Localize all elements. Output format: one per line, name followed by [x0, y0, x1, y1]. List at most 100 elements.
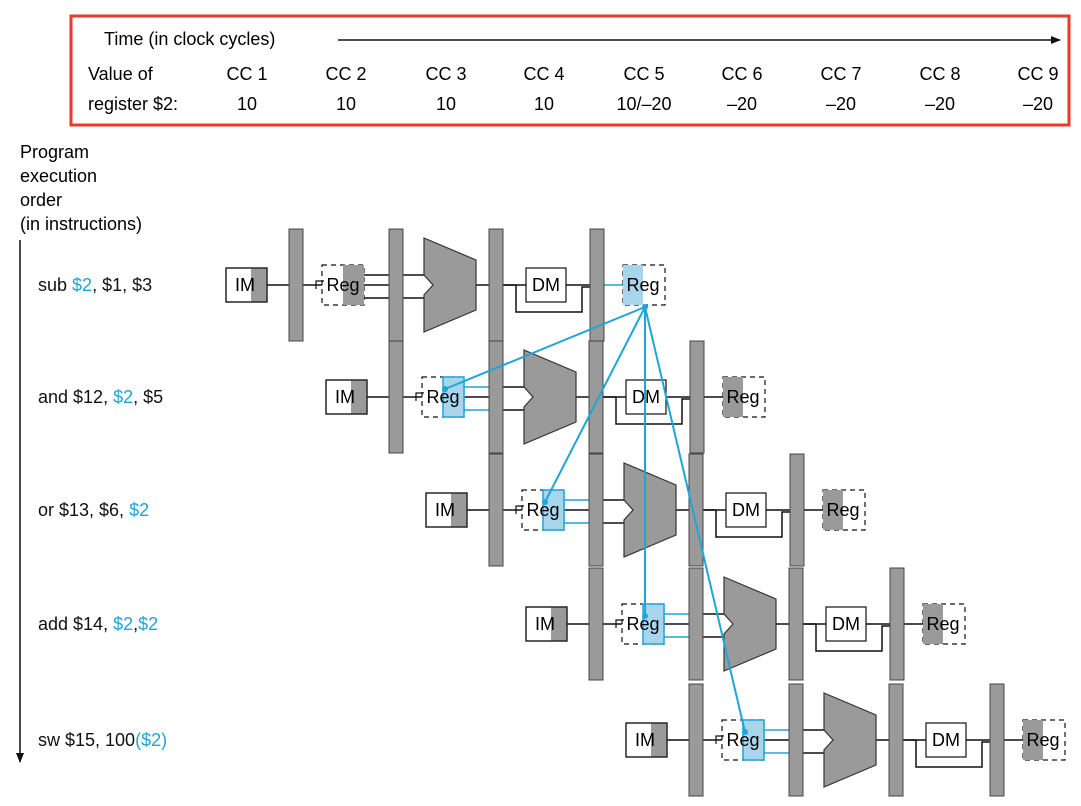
dependency-endpoint-dot — [742, 729, 748, 735]
pipeline-register-bar — [788, 683, 804, 797]
data-memory-box — [525, 267, 567, 303]
pipeline-rows: IMRegDMRegIMRegDMRegIMRegDMRegIMRegDMReg… — [225, 228, 1066, 797]
order-label-line2: execution — [20, 166, 97, 186]
reg-write-label: Reg — [1026, 730, 1059, 750]
cycle-label: CC 2 — [325, 64, 366, 84]
instruction-text: or $13, $6, — [38, 500, 129, 520]
cycle-label: CC 7 — [820, 64, 861, 84]
reg-read-label: Reg — [726, 730, 759, 750]
im-outline — [225, 267, 268, 303]
register-2-operand: ($2) — [135, 730, 167, 750]
im-shade — [351, 380, 367, 414]
pipeline-register-bar — [889, 567, 905, 681]
dependency-lines — [442, 304, 748, 735]
im-label: IM — [235, 275, 255, 295]
im-shade — [551, 607, 567, 641]
wire — [915, 740, 990, 768]
forwarding-dependency-line — [444, 306, 646, 390]
cycle-label: CC 8 — [919, 64, 960, 84]
reg-read-label: Reg — [326, 275, 359, 295]
pipeline-register-bar — [788, 567, 804, 681]
pipeline-register-bar — [688, 453, 704, 567]
pipeline-row: IM Reg DM Reg — [525, 567, 966, 681]
alu-shape — [523, 349, 577, 445]
wire — [615, 619, 624, 628]
pipeline-register-bar — [989, 683, 1005, 797]
pipeline-register-bar — [588, 567, 604, 681]
reg-read-shade — [542, 489, 565, 531]
instruction-label: add $14, $2,$2 — [38, 614, 158, 634]
pipeline-register-bar — [689, 340, 705, 454]
order-label-line4: (in instructions) — [20, 214, 142, 234]
instruction-text: sw $15, 100 — [38, 730, 135, 750]
reg-write-label: Reg — [826, 500, 859, 520]
value-label-line2: register $2: — [88, 94, 178, 114]
wire — [315, 280, 324, 289]
im-outline — [425, 492, 468, 528]
register-2-operand: $2 — [113, 614, 133, 634]
pipeline-register-bar — [388, 340, 404, 454]
register-value: –20 — [727, 94, 757, 114]
instruction-text: and $12, — [38, 387, 113, 407]
cycle-label: CC 4 — [523, 64, 564, 84]
register-value: –20 — [925, 94, 955, 114]
instruction-text: , $5 — [133, 387, 163, 407]
reg-write-shade — [823, 490, 843, 530]
dm-label: DM — [532, 275, 560, 295]
register-value: 10 — [237, 94, 257, 114]
instruction-label: sub $2, $1, $3 — [38, 275, 152, 295]
instruction-label: or $13, $6, $2 — [38, 500, 149, 520]
instruction-text: , $1, $3 — [92, 275, 152, 295]
im-label: IM — [535, 614, 555, 634]
dm-label: DM — [832, 614, 860, 634]
forwarding-dependency-line — [544, 306, 646, 503]
instruction-text: sub — [38, 275, 72, 295]
reg-write-shade — [1023, 720, 1043, 760]
wire — [815, 624, 890, 652]
reg-read-label: Reg — [426, 387, 459, 407]
reg-read-shade — [642, 603, 665, 645]
reg-write-shade — [623, 265, 643, 305]
instruction-label: and $12, $2, $5 — [38, 387, 163, 407]
time-axis-label: Time (in clock cycles) — [104, 29, 275, 49]
data-memory-box — [925, 722, 967, 758]
register-2-operand: $2 — [72, 275, 92, 295]
order-label-line3: order — [20, 190, 62, 210]
alu-shape — [723, 576, 777, 672]
pipeline-register-bar — [688, 683, 704, 797]
cycle-label: CC 5 — [623, 64, 664, 84]
reg-write-shade — [723, 377, 743, 417]
im-outline — [325, 379, 368, 415]
reg-write-label: Reg — [926, 614, 959, 634]
register-value: 10 — [436, 94, 456, 114]
wire — [715, 735, 724, 744]
dependency-endpoint-dot — [542, 499, 548, 505]
cycle-label: CC 6 — [721, 64, 762, 84]
pipeline-register-bar — [588, 453, 604, 567]
register-value-header: Time (in clock cycles) Value of register… — [69, 14, 1071, 127]
dm-label: DM — [932, 730, 960, 750]
pipeline-register-bar — [588, 340, 604, 454]
register-2-operand: $2 — [113, 387, 133, 407]
reg-read-label: Reg — [626, 614, 659, 634]
pipeline-register-bar — [488, 228, 504, 342]
dm-label: DM — [732, 500, 760, 520]
im-outline — [625, 722, 668, 758]
instruction-label: sw $15, 100($2) — [38, 730, 167, 750]
instruction-text: , — [133, 614, 138, 634]
reg-write-shade — [923, 604, 943, 644]
dependency-source-dot — [642, 304, 648, 310]
alu-shape — [623, 462, 677, 558]
pipeline-register-bar — [288, 228, 304, 342]
order-label-line1: Program — [20, 142, 89, 162]
data-memory-box — [725, 492, 767, 528]
im-shade — [251, 268, 267, 302]
